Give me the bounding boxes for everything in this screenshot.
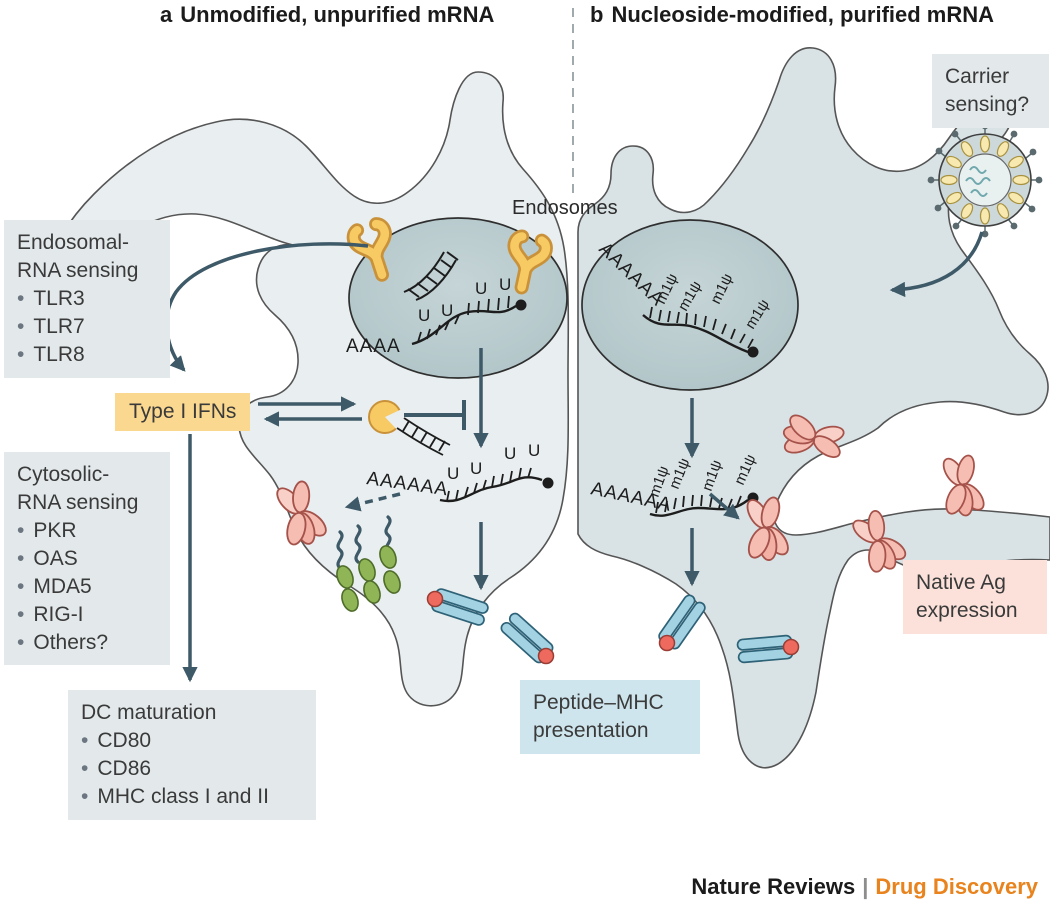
bullet-icon: • [17, 574, 25, 598]
mrna-ticks [417, 295, 510, 343]
native-ag-box: Native Ag expression [903, 560, 1047, 634]
arrow-antigen-b [708, 492, 740, 520]
list-item: •Others? [17, 629, 157, 657]
bullet-icon: • [17, 546, 25, 570]
bullet-icon: • [17, 286, 25, 310]
list-item: •PKR [17, 517, 157, 545]
journal-title: Drug Discovery [875, 874, 1038, 899]
svg-text:U: U [504, 444, 516, 463]
mrna-strand-endosome-a: AAAA U U U U [346, 275, 527, 357]
peptide-dot [658, 634, 676, 652]
list-item: •MHC class I and II [81, 783, 303, 811]
arrow-carrier-uptake [889, 231, 984, 298]
mrna-ticks [446, 467, 532, 502]
bullet-icon: • [17, 602, 25, 626]
peptide-mhc-icon [426, 586, 491, 628]
carrier-sensing-box: Carrier sensing? [932, 54, 1049, 128]
cap-dot [515, 299, 527, 311]
bullet-icon: • [81, 784, 89, 808]
peptide-mhc-box: Peptide–MHC presentation [520, 680, 700, 754]
lnp-icon [927, 122, 1043, 238]
svg-text:U: U [441, 301, 453, 320]
mrna-ticks [649, 306, 754, 349]
rna-cargo-squiggles [965, 166, 991, 197]
list-item: •TLR7 [17, 313, 157, 341]
peptide-mhc-icon [736, 634, 800, 664]
svg-text:U: U [470, 459, 482, 478]
peptide-dot [426, 590, 444, 608]
journal-footer: Nature Reviews|Drug Discovery [0, 874, 1038, 900]
endosomal-rna-sensing-box: Endosomal- RNA sensing •TLR3 •TLR7 •TLR8 [4, 220, 170, 378]
svg-text:U: U [499, 275, 511, 294]
bullet-icon: • [17, 630, 25, 654]
list-item: •CD86 [81, 755, 303, 783]
bullet-icon: • [81, 728, 89, 752]
cytosolic-rna-sensing-box: Cytosolic- RNA sensing •PKR •OAS •MDA5 •… [4, 452, 170, 666]
polya-label: AAAA [346, 336, 401, 357]
bullet-icon: • [17, 314, 25, 338]
arrow-dashed-translation [344, 492, 401, 512]
endosomes-label: Endosomes [512, 197, 618, 219]
peptide-dot [782, 638, 800, 656]
cap-dot [747, 346, 759, 358]
footer-separator: | [862, 874, 869, 899]
type-i-ifns-box: Type I IFNs [115, 393, 251, 431]
box-title: DC maturation [81, 701, 217, 724]
list-item: •RIG-I [17, 601, 157, 629]
list-item: •OAS [17, 545, 157, 573]
peptide-mhc-icon [656, 592, 708, 652]
ribosome-cluster-icon [336, 515, 401, 612]
tlr-crescent-icon [368, 400, 451, 456]
svg-text:U: U [475, 279, 487, 298]
list-item: •TLR8 [17, 341, 157, 369]
dsrna-icon [403, 251, 459, 301]
svg-text:U: U [528, 441, 540, 460]
svg-text:U: U [418, 306, 430, 325]
inhibition-tbar [404, 400, 466, 430]
panel-b-letter: b [590, 2, 604, 27]
box-title: RNA sensing [17, 258, 139, 282]
peptide-dot [537, 647, 555, 665]
bullet-icon: • [17, 342, 25, 366]
list-item: •CD80 [81, 727, 303, 755]
bullet-icon: • [17, 518, 25, 542]
box-title: Cytosolic- [17, 463, 110, 486]
box-title: Endosomal- [17, 231, 130, 254]
endosome-b [581, 219, 799, 391]
dsrna-icon [396, 417, 451, 456]
dc-maturation-box: DC maturation •CD80 •CD86 •MHC class I a… [68, 690, 316, 820]
cap-dot [542, 477, 554, 489]
list-item: •TLR3 [17, 285, 157, 313]
box-title: RNA sensing [17, 490, 139, 514]
list-item: •MDA5 [17, 573, 157, 601]
journal-name: Nature Reviews [691, 874, 856, 899]
bullet-icon: • [81, 756, 89, 780]
peptide-mhc-icon [498, 610, 556, 666]
panel-a-letter: a [160, 2, 173, 27]
svg-text:U: U [447, 464, 459, 483]
